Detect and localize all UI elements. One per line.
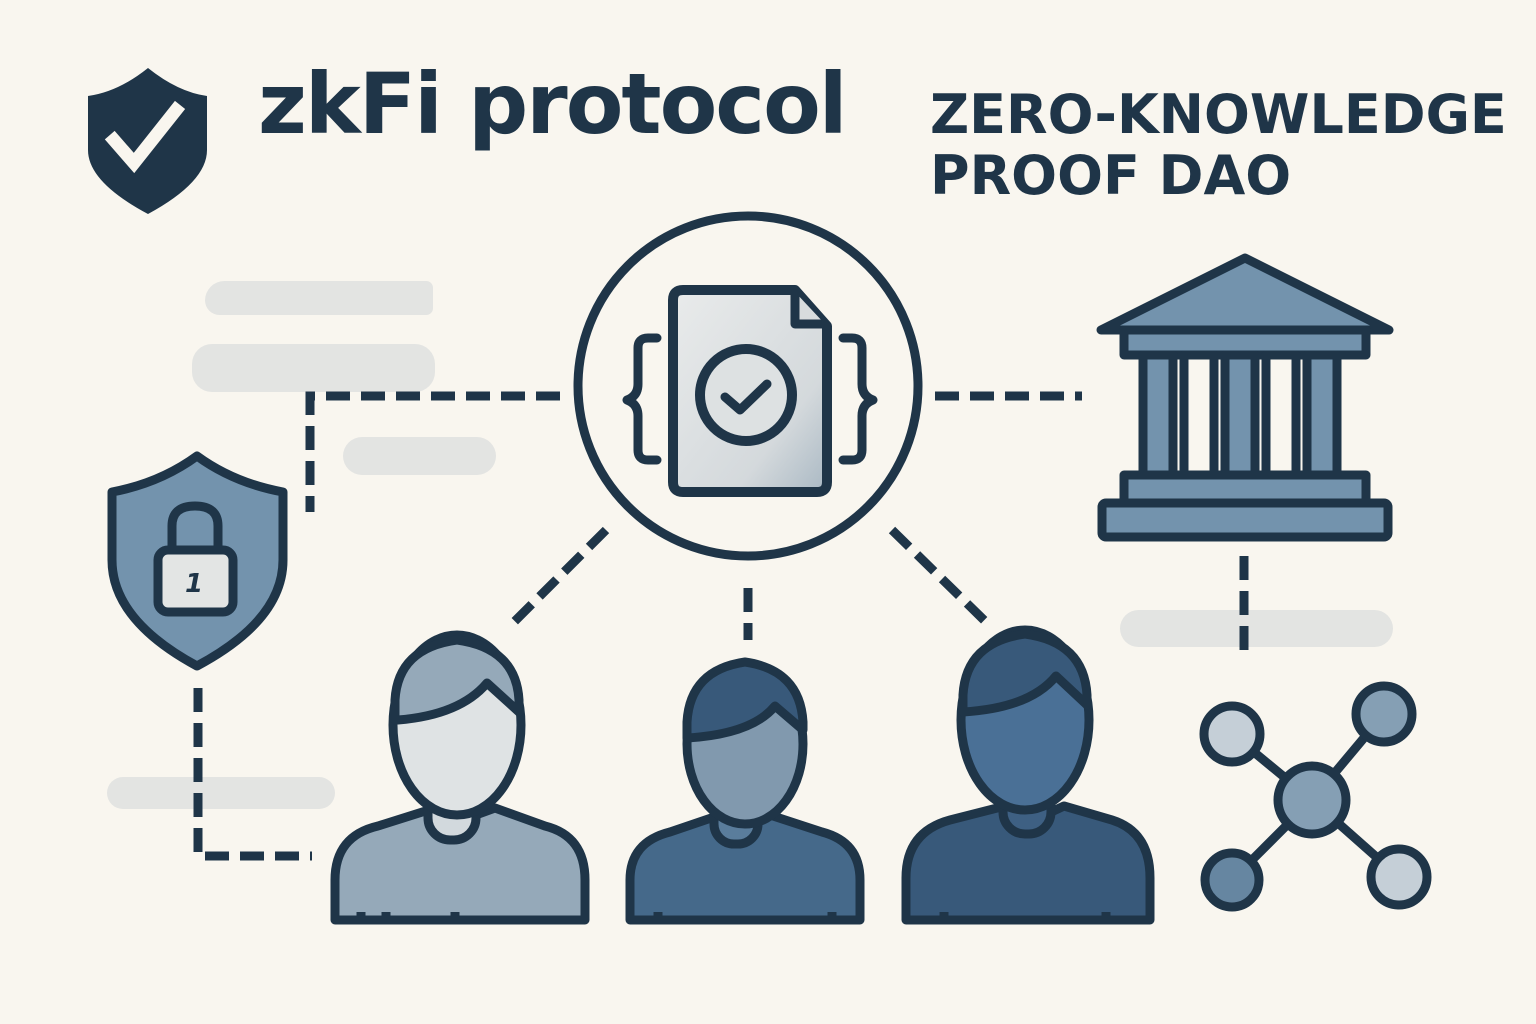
network-nodes-icon bbox=[1199, 681, 1432, 912]
government-building-icon bbox=[1096, 253, 1394, 542]
placeholder-bar-1 bbox=[205, 281, 433, 315]
user-icon-2 bbox=[625, 657, 865, 925]
placeholder-bar-2 bbox=[192, 344, 435, 392]
lock-digit: 1 bbox=[185, 569, 203, 599]
user-icon-1 bbox=[330, 630, 590, 925]
brand-name: zkFi protocol bbox=[258, 55, 848, 153]
user-icon-3 bbox=[901, 625, 1155, 925]
connector-lines bbox=[193, 391, 1249, 861]
shield-check-icon bbox=[88, 68, 207, 214]
placeholder-bar-4 bbox=[107, 777, 335, 809]
tagline-line-1: ZERO-KNOWLEDGE bbox=[930, 83, 1507, 146]
placeholder-bar-3 bbox=[343, 437, 496, 475]
shield-lock-icon: 1 bbox=[107, 451, 288, 671]
placeholder-bar-5 bbox=[1120, 610, 1393, 647]
tagline: ZERO-KNOWLEDGE PROOF DAO bbox=[930, 84, 1507, 206]
tagline-line-2: PROOF DAO bbox=[930, 144, 1292, 208]
verified-document-code-icon bbox=[573, 211, 923, 561]
